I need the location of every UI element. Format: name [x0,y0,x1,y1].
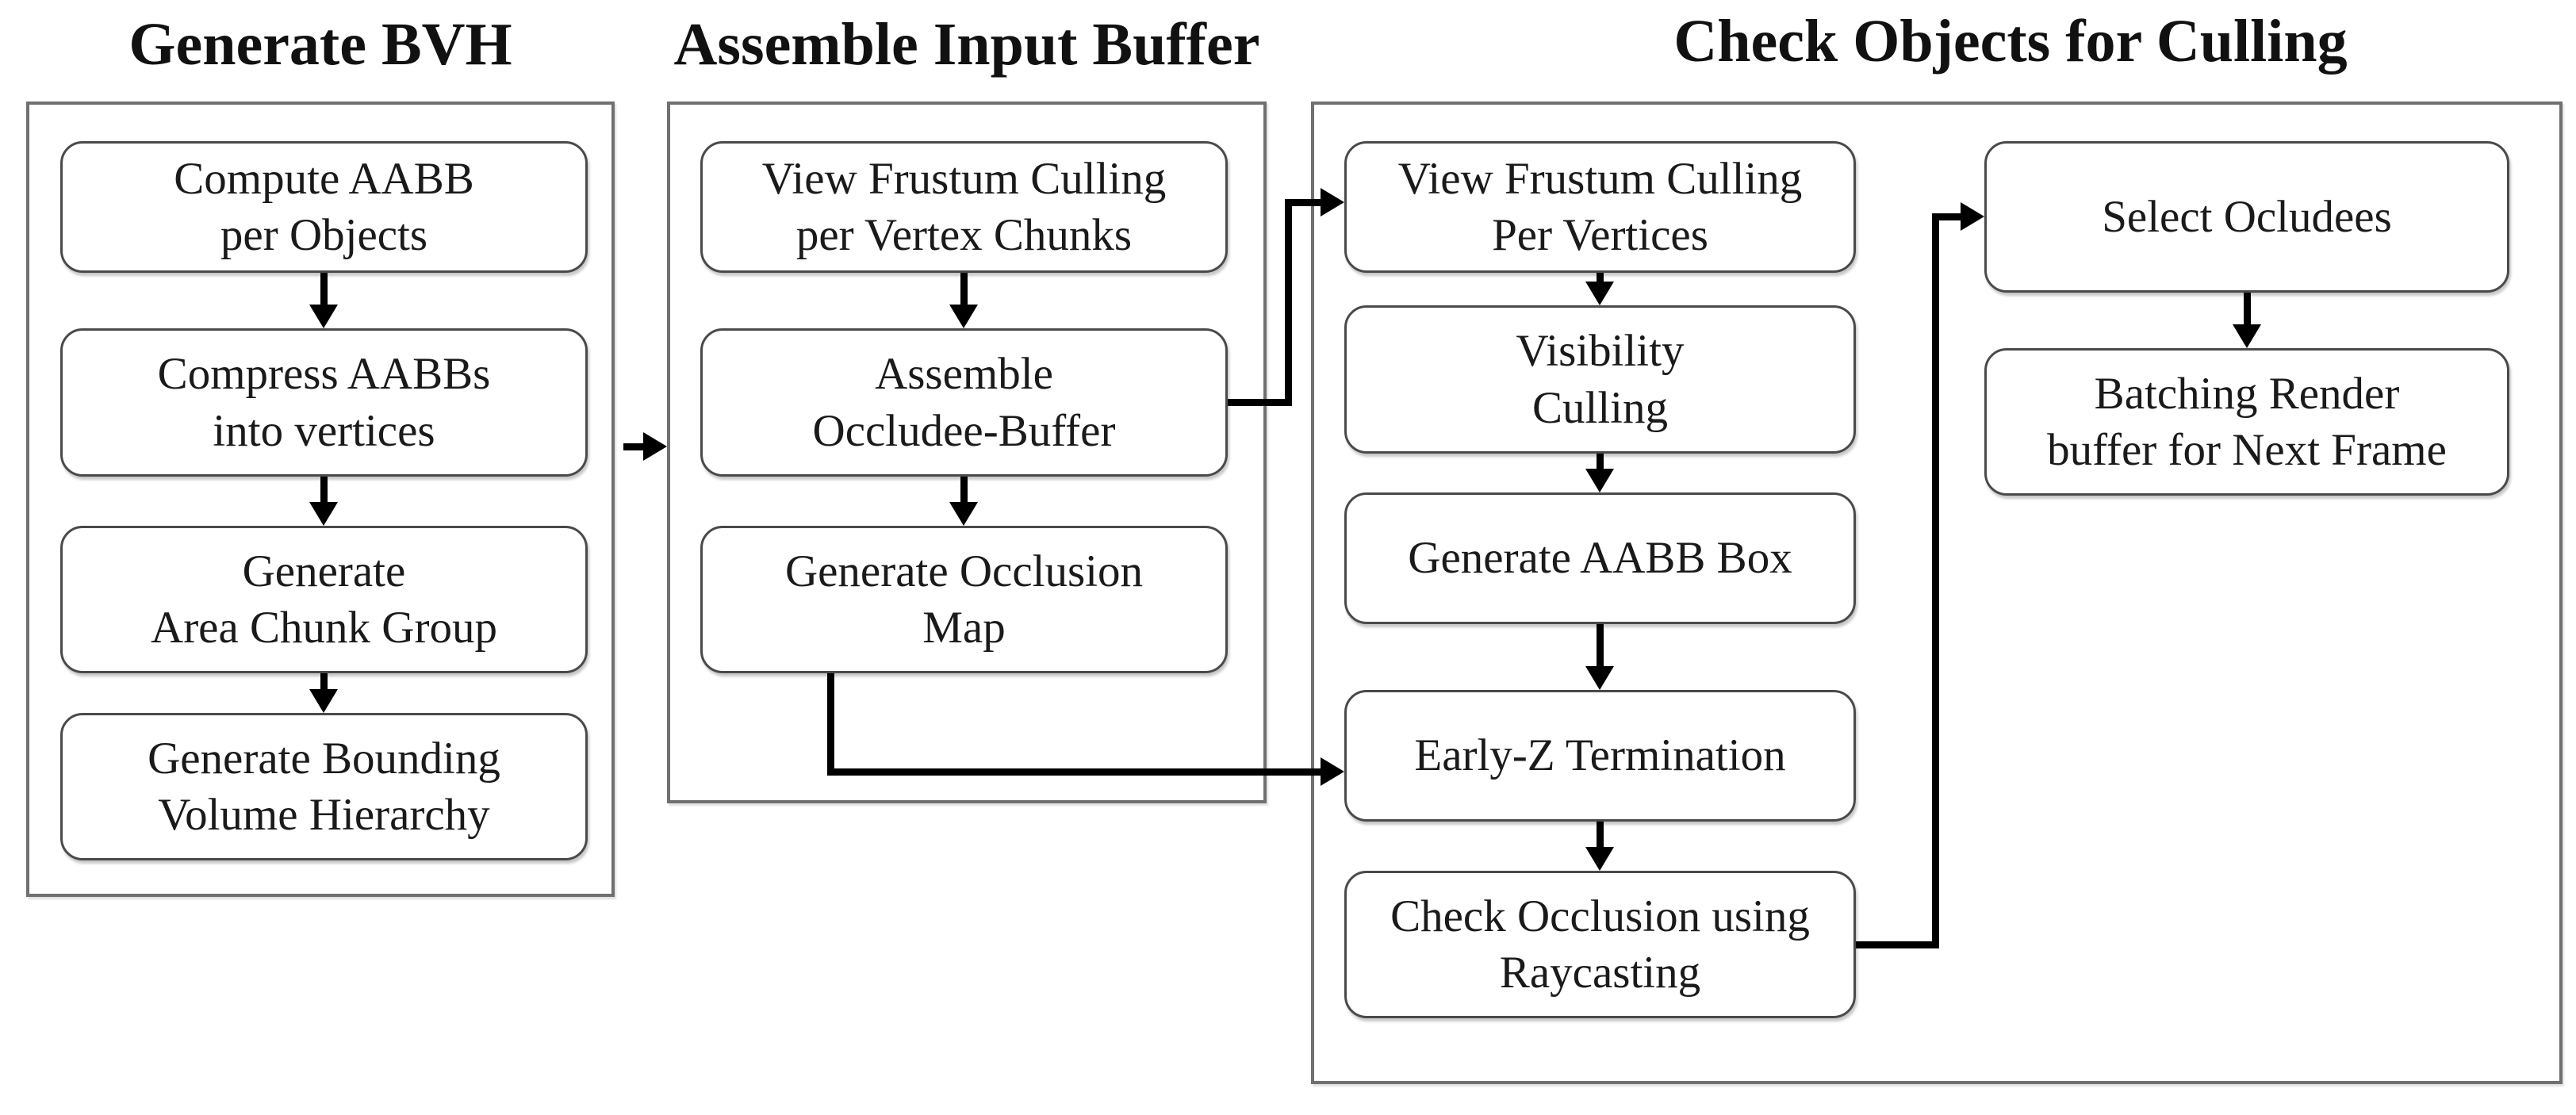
flow-arrowhead-down-icon [1585,282,1614,305]
section-container-check-objects-for-culling [1311,102,2563,1084]
flow-arrowhead-down-icon [309,502,338,526]
node-select-ocludees: Select Ocludees [1984,141,2509,293]
connector-occludee-to-vfc-line [1285,199,1292,406]
connector-bvh-to-input-buffer-line [623,443,646,450]
node-compute-aabb-per-objects: Compute AABB per Objects [60,141,588,273]
flow-arrowhead-down-icon [2233,324,2261,348]
connector-occludee-to-vfc-arrowhead-icon [1321,188,1344,216]
connector-raycast-to-ocludees-line [1932,213,1965,220]
section-title-check-objects-for-culling: Check Objects for Culling [1673,8,2348,75]
flow-arrowhead-down-icon [309,305,338,328]
flow-arrowhead-down-icon [309,689,338,713]
connector-occlusionmap-to-earlyz-line [827,673,834,776]
node-assemble-occludee-buffer: Assemble Occludee-Buffer [700,328,1228,477]
connector-raycast-to-ocludees-line [1932,213,1939,948]
flow-arrowhead-down-icon [1585,666,1614,690]
connector-occludee-to-vfc-line [1285,199,1324,206]
flow-arrow-shaft [1597,273,1604,285]
flow-arrowhead-down-icon [949,305,978,328]
connector-occlusionmap-to-earlyz-line [827,768,1322,776]
section-title-assemble-input-buffer: Assemble Input Buffer [673,11,1260,78]
section-title-generate-bvh: Generate BVH [128,11,512,78]
node-early-z-termination: Early-Z Termination [1344,690,1856,822]
section-container-assemble-input-buffer [667,102,1267,803]
flow-arrow-shaft [960,477,968,505]
flow-arrow-shaft [320,273,328,308]
flow-arrow-shaft [960,273,968,308]
node-generate-aabb-box: Generate AABB Box [1344,492,1856,624]
section-container-generate-bvh [26,102,615,897]
node-generate-bounding-volume-hierarchy: Generate Bounding Volume Hierarchy [60,713,588,860]
flow-arrowhead-down-icon [1585,469,1614,492]
connector-raycast-to-ocludees-line [1856,941,1939,948]
node-batching-render-buffer-for-next-frame: Batching Render buffer for Next Frame [1984,348,2509,496]
node-view-frustum-culling-per-vertex-chunks: View Frustum Culling per Vertex Chunks [700,141,1228,273]
connector-occlusionmap-to-earlyz-arrowhead-icon [1321,757,1344,786]
connector-raycast-to-ocludees-arrowhead-icon [1961,202,1984,231]
connector-occludee-to-vfc-line [1228,399,1291,406]
node-generate-area-chunk-group: Generate Area Chunk Group [60,526,588,673]
flow-arrowhead-down-icon [949,502,978,526]
flow-arrow-shaft [2244,293,2251,328]
node-generate-occlusion-map: Generate Occlusion Map [700,526,1228,673]
flow-arrow-shaft [1597,624,1604,669]
node-view-frustum-culling-per-vertices: View Frustum Culling Per Vertices [1344,141,1856,273]
flow-arrow-shaft [320,477,328,505]
flow-arrow-shaft [1597,454,1604,472]
flow-arrow-shaft [1597,822,1604,850]
node-check-occlusion-using-raycasting: Check Occlusion using Raycasting [1344,871,1856,1018]
connector-bvh-to-input-buffer-arrowhead-icon [643,432,667,461]
flow-arrow-shaft [320,673,328,692]
node-visibility-culling: Visibility Culling [1344,305,1856,454]
flow-arrowhead-down-icon [1585,847,1614,871]
node-compress-aabbs-into-vertices: Compress AABBs into vertices [60,328,588,477]
